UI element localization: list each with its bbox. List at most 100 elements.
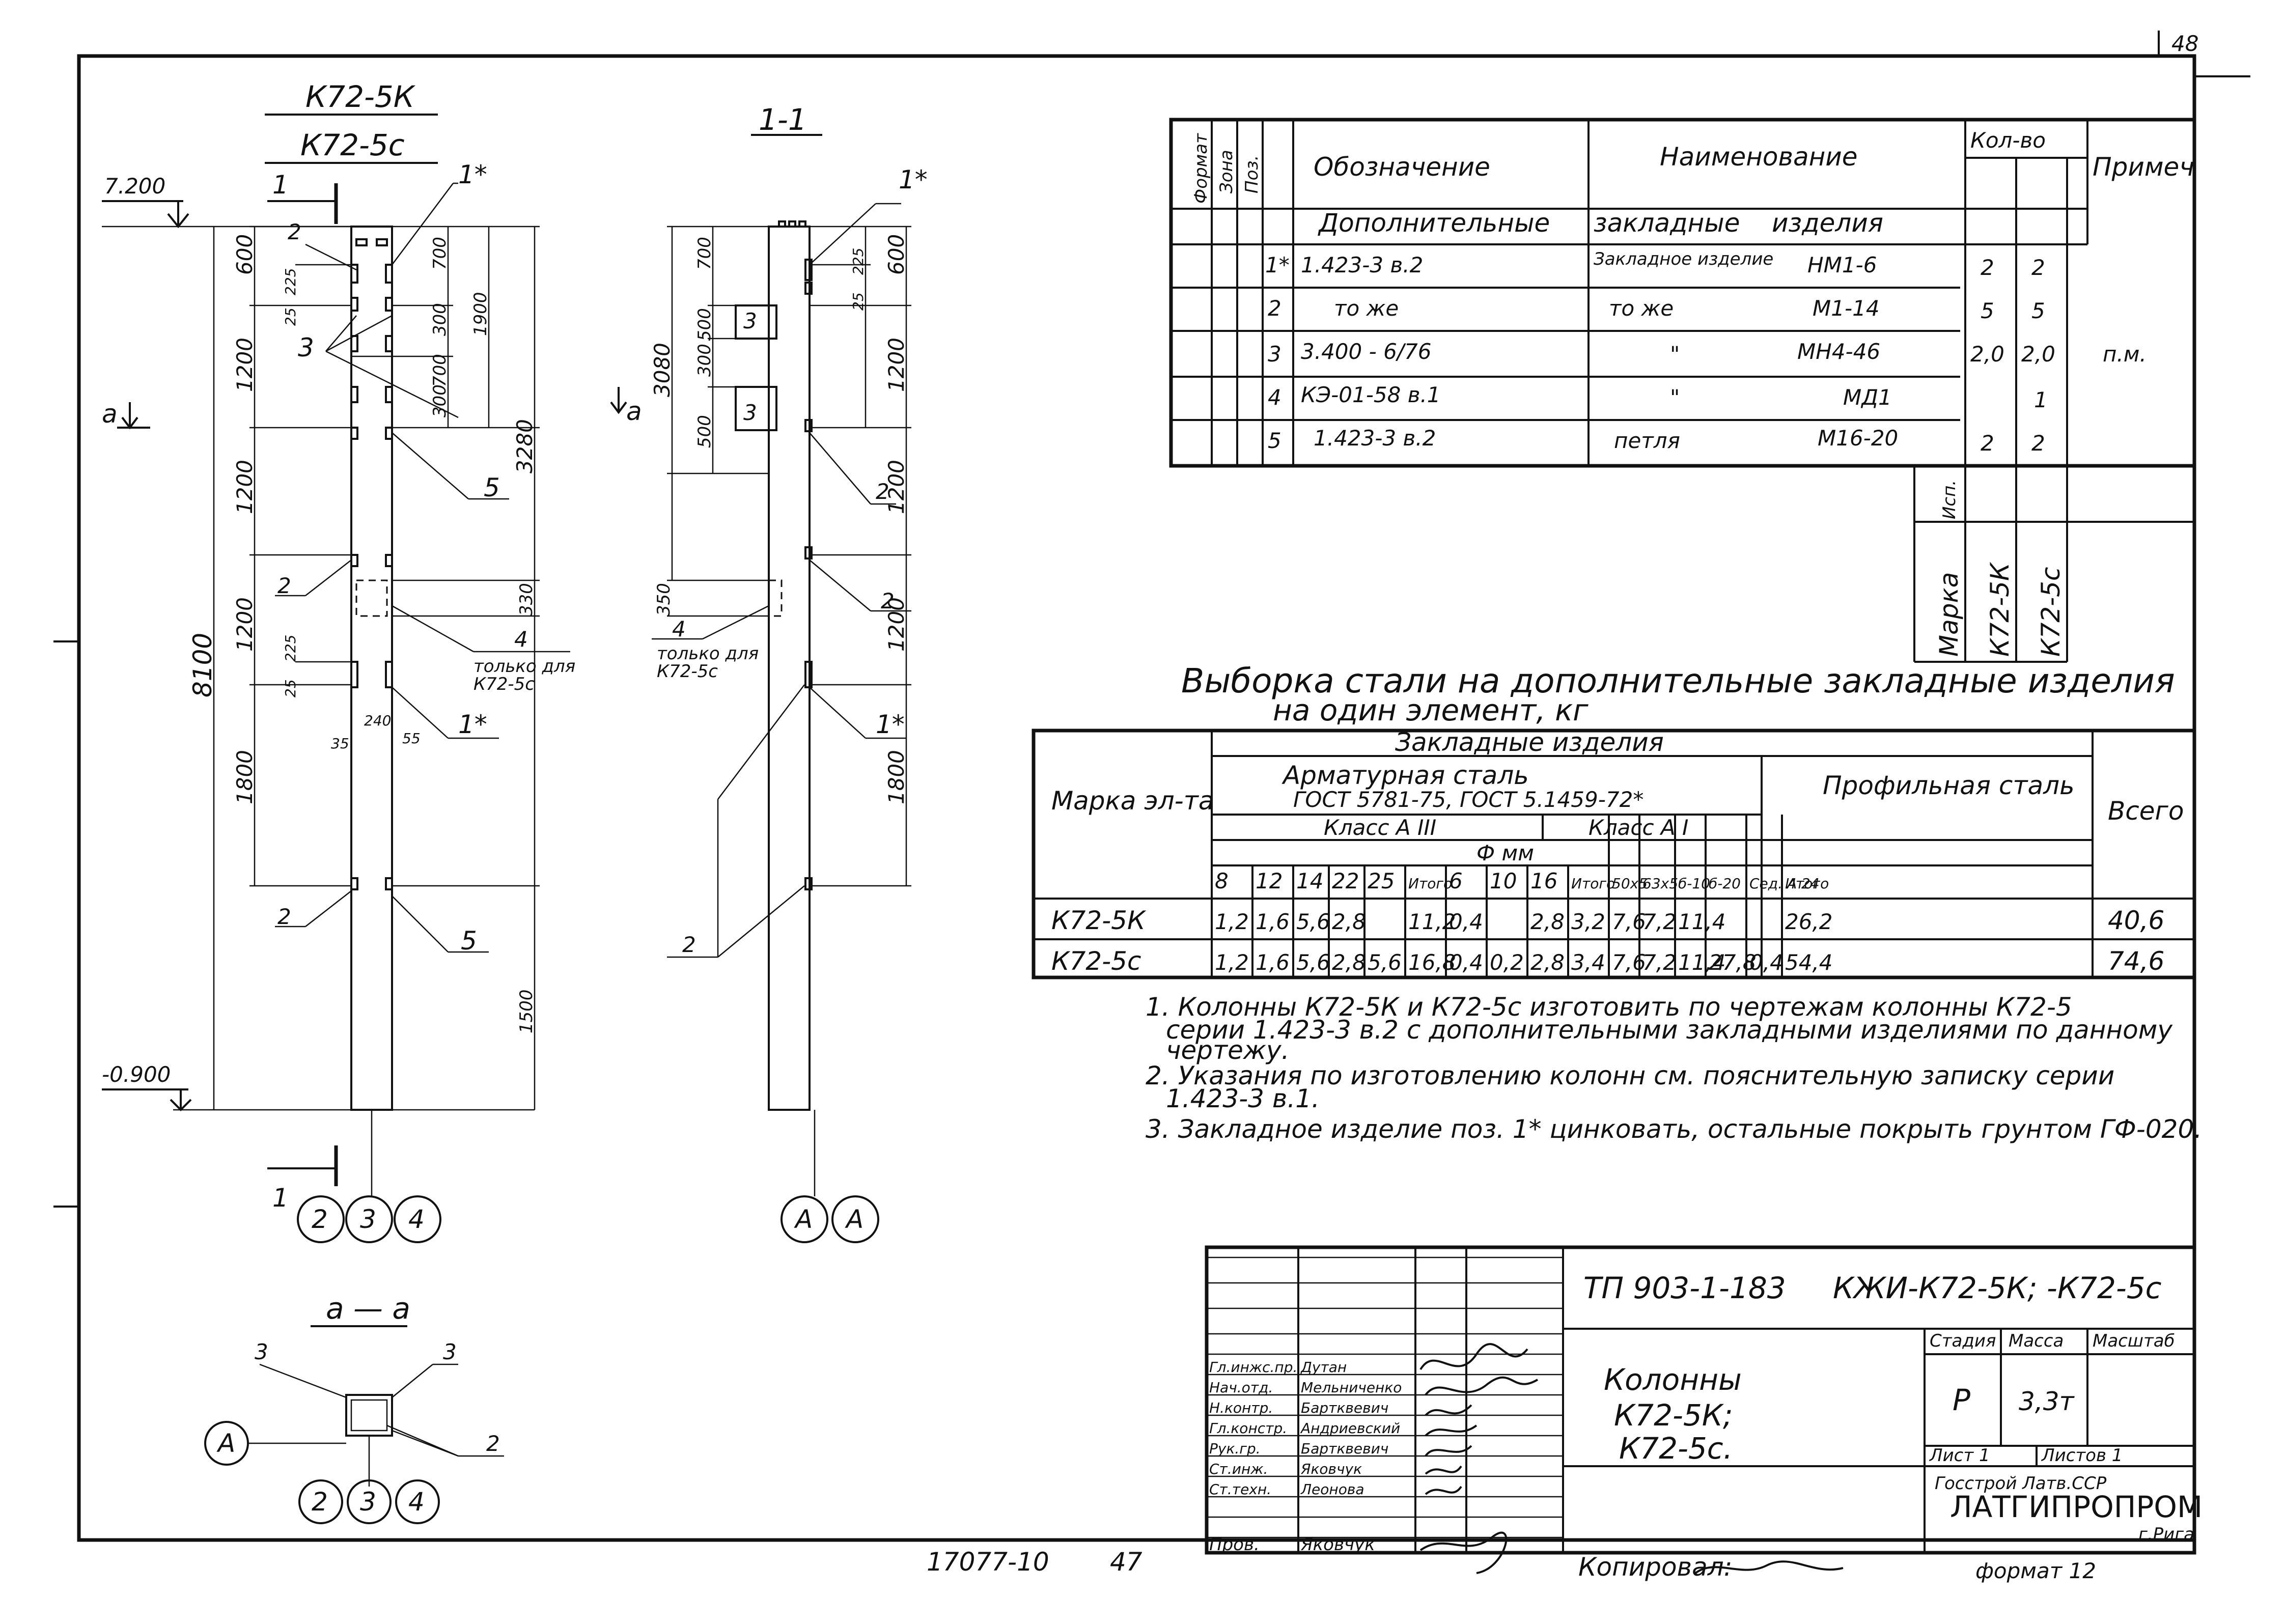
left-elevation: К72-5К К72-5с 1 7.200 -0.900 а (102, 79, 575, 1243)
svg-text:Н.контр.: Н.контр. (1209, 1399, 1273, 1416)
svg-text:МН4-46: МН4-46 (1797, 339, 1880, 364)
steel-row-total: 74,6 (2108, 946, 2164, 976)
svg-text:240: 240 (364, 712, 391, 729)
spec-table: Формат Зона Поз. Обозначение Наименовани… (1169, 118, 2196, 663)
svg-text:2: 2 (2031, 255, 2045, 280)
svg-text:1: 1 (272, 1183, 289, 1213)
steel-col-header: 8 (1215, 869, 1229, 893)
svg-text:Дополнительные: Дополнительные (1318, 208, 1550, 238)
svg-text:225: 225 (282, 268, 299, 295)
svg-text:М1-14: М1-14 (1813, 296, 1880, 321)
drawing-code: КЖИ-К72-5К; -К72-5с (1833, 1271, 2162, 1305)
svg-text:300: 300 (430, 303, 450, 336)
svg-text:25: 25 (850, 292, 867, 311)
svg-text:Зона: Зона (1216, 150, 1237, 193)
svg-text:600: 600 (232, 234, 257, 275)
steel-cell: 0,4 (1449, 909, 1483, 934)
steel-cell: 11,4 (1678, 909, 1726, 934)
svg-text:2: 2 (2031, 431, 2045, 456)
section-1-1: 1-1 700 3080 300 500 500 350 а (610, 102, 928, 1243)
svg-text:3: 3 (298, 333, 314, 362)
title-block: ТП 903-1-183 КЖИ-К72-5К; -К72-5с Колонны… (1205, 1245, 2203, 1574)
svg-text:а: а (626, 397, 642, 426)
steel-col-header: 12 (1256, 869, 1283, 893)
svg-text:25: 25 (282, 307, 299, 326)
svg-text:3: 3 (743, 309, 757, 333)
svg-text:2: 2 (881, 589, 895, 613)
svg-text:35: 35 (331, 735, 349, 752)
left-title-2: К72-5с (300, 128, 405, 162)
steel-cell: 26,2 (1785, 909, 1833, 934)
svg-text:Яковчук: Яковчук (1300, 1534, 1375, 1555)
svg-text:25: 25 (282, 679, 299, 697)
svg-text:3080: 3080 (650, 343, 675, 397)
svg-text:1.423-3 в.2: 1.423-3 в.2 (1301, 253, 1423, 277)
svg-text:Марка: Марка (1934, 572, 1964, 657)
svg-text:3: 3 (360, 1205, 376, 1234)
svg-text:Дутан: Дутан (1300, 1359, 1347, 1376)
svg-text:3: 3 (1268, 342, 1281, 367)
svg-text:1*: 1* (458, 710, 487, 739)
svg-text:2: 2 (682, 932, 696, 957)
svg-text:Масса: Масса (2009, 1331, 2064, 1351)
steel-cell: 27,8 (1709, 950, 1757, 975)
svg-text:1200: 1200 (884, 460, 909, 514)
signature (1425, 1376, 1539, 1396)
svg-text:Ст.инж.: Ст.инж. (1209, 1461, 1268, 1477)
svg-text:Леонова: Леонова (1300, 1481, 1364, 1498)
signature (1425, 1424, 1478, 1437)
svg-text:К72-5с: К72-5с (2036, 567, 2066, 657)
svg-text:1800: 1800 (884, 750, 909, 804)
steel-cell: 1,2 (1215, 909, 1249, 934)
steel-cell: 0,2 (1490, 950, 1524, 975)
svg-text:3: 3 (743, 400, 757, 425)
column-section (768, 226, 811, 1111)
svg-text:1.423-3 в.1.: 1.423-3 в.1. (1166, 1084, 1320, 1113)
svg-text:Формат: Формат (1191, 133, 1211, 204)
svg-text:Лист 1: Лист 1 (1929, 1445, 1990, 1466)
svg-text:МД1: МД1 (1843, 385, 1892, 410)
svg-text:2,0: 2,0 (2021, 342, 2055, 367)
svg-text:Марка эл-та: Марка эл-та (1051, 786, 1214, 816)
svg-text:300: 300 (694, 344, 715, 377)
svg-text:2: 2 (277, 573, 291, 598)
section-1-1-title: 1-1 (759, 102, 807, 137)
steel-col-header: 14 (1296, 869, 1323, 893)
svg-text:3: 3 (443, 1339, 457, 1364)
svg-text:ГОСТ 5781-75, ГОСТ 5.1459-72*: ГОСТ 5781-75, ГОСТ 5.1459-72* (1293, 787, 1643, 812)
svg-text:4: 4 (408, 1205, 425, 1234)
svg-text:Пров.: Пров. (1209, 1534, 1260, 1555)
svg-text:Примеч: Примеч (2093, 152, 2194, 182)
page-number: 48 (2171, 31, 2198, 56)
notes: 1. Колонны К72-5К и К72-5с изготовить по… (1146, 992, 2202, 1144)
svg-text:1: 1 (2034, 387, 2048, 412)
copier-signature (1694, 1560, 1844, 1574)
svg-text:Гл.констр.: Гл.констр. (1209, 1420, 1287, 1437)
svg-text:Масштаб: Масштаб (2093, 1331, 2175, 1351)
svg-text:4: 4 (514, 627, 528, 652)
svg-text:чертежу.: чертежу. (1166, 1035, 1289, 1065)
steel-cell: 1,2 (1215, 950, 1249, 975)
steel-col-header: 25 (1368, 869, 1395, 893)
steel-row-mark: К72-5с (1051, 946, 1141, 976)
svg-text:3. Закладное изделие поз. 1* ц: 3. Закладное изделие поз. 1* цинковать, … (1146, 1114, 2202, 1144)
signature (1419, 1531, 1508, 1574)
svg-text:4: 4 (672, 617, 686, 641)
steel-table-title: Выборка стали на дополнительные закладны… (1181, 661, 2175, 701)
svg-text:2: 2 (1981, 431, 1994, 456)
steel-cell: 5,6 (1296, 950, 1330, 975)
steel-cell: 2,8 (1332, 950, 1366, 975)
svg-text:2: 2 (876, 479, 889, 504)
steel-cell: 7,2 (1642, 950, 1677, 975)
section-a-a-title: а — а (326, 1291, 410, 1326)
svg-text:5: 5 (1981, 298, 1994, 323)
level-top: 7.200 (104, 174, 165, 199)
svg-text:Наименование: Наименование (1660, 142, 1858, 172)
svg-text:К72-5с: К72-5с (657, 661, 718, 682)
section-a-a: а — а 3 3 2 А 2 3 4 (204, 1291, 504, 1524)
svg-text:2: 2 (277, 904, 291, 929)
steel-col-header: Итого (1408, 875, 1452, 892)
svg-text:К72-5с: К72-5с (473, 674, 535, 694)
svg-text:1800: 1800 (232, 750, 257, 804)
